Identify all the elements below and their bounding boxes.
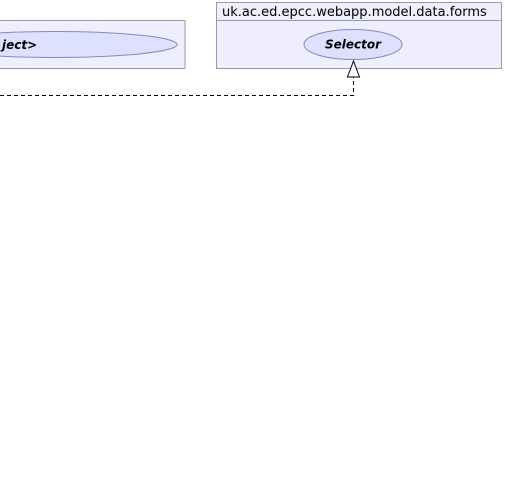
connector-line	[0, 77, 354, 96]
right-package: uk.ac.ed.epcc.webapp.model.data.forms Se…	[216, 2, 502, 69]
left-package: ject>	[0, 20, 186, 69]
selector-class-label: Selector	[325, 38, 382, 52]
package-title: uk.ac.ed.epcc.webapp.model.data.forms	[222, 5, 487, 20]
right-package-tab	[216, 2, 502, 21]
left-package-class-ellipse[interactable]	[0, 31, 178, 58]
left-package-class-label: ject>	[0, 38, 37, 52]
realization-arrowhead-icon	[346, 59, 361, 78]
selector-class-ellipse[interactable]	[303, 29, 403, 60]
realization-connector	[0, 59, 361, 96]
